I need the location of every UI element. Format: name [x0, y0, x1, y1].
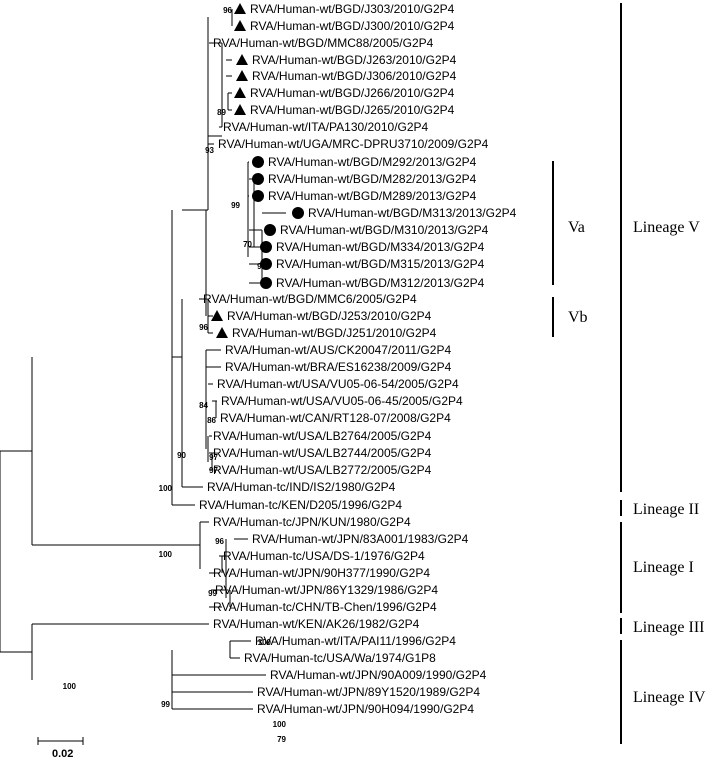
leaf-label: RVA/Human-wt/BGD/M292/2013/G2P4: [268, 155, 477, 169]
bootstrap-label: 100: [159, 550, 173, 559]
bootstrap-label: 84: [199, 401, 208, 410]
leaf-label: RVA/Human-wt/USA/LB2744/2005/G2P4: [213, 446, 432, 460]
bootstrap-label: 93: [205, 146, 214, 155]
bootstrap-label: 70: [243, 240, 252, 249]
lineage-iii-label: Lineage III: [633, 619, 705, 636]
bootstrap-label: 99: [231, 201, 240, 210]
leaf-label: RVA/Human-wt/JPN/89Y1520/1989/G2P4: [257, 685, 480, 699]
leaf-label: RVA/Human-wt/BGD/J306/2010/G2P4: [252, 69, 457, 83]
leaf-label: RVA/Human-tc/JPN/KUN/1980/G2P4: [213, 515, 411, 529]
triangle-marker-icon: [211, 310, 223, 321]
bootstrap-label: 96: [223, 6, 232, 15]
lineage-ii-label: Lineage II: [633, 501, 699, 518]
leaf-label: RVA/Human-tc/CHN/TB-Chen/1996/G2P4: [213, 600, 437, 614]
circle-marker-icon: [260, 258, 272, 270]
subgroup-vb-label: Vb: [568, 309, 588, 326]
subgroup-va-label: Va: [568, 219, 585, 236]
leaf-label: RVA/Human-wt/BGD/J266/2010/G2P4: [250, 86, 455, 100]
leaf-label: RVA/Human-wt/BGD/M310/2013/G2P4: [280, 223, 489, 237]
leaf-label: RVA/Human-wt/UGA/MRC-DPRU3710/2009/G2P4: [218, 137, 489, 151]
leaf-label: RVA/Human-wt/BGD/MMC88/2005/G2P4: [213, 36, 434, 50]
triangle-marker-icon: [234, 20, 246, 31]
leaf-label: RVA/Human-wt/JPN/83A001/1983/G2P4: [252, 532, 469, 546]
bootstrap-label: 90: [177, 451, 186, 460]
bootstrap-label: 100: [258, 638, 272, 647]
leaf-label: RVA/Human-wt/BGD/M282/2013/G2P4: [268, 172, 477, 186]
bootstrap-label: 100: [63, 682, 77, 691]
leaf-label: RVA/Human-tc/USA/DS-1/1976/G2P4: [223, 549, 425, 563]
triangle-marker-icon: [236, 70, 248, 81]
leaf-label: RVA/Human-wt/JPN/90H377/1990/G2P4: [213, 566, 430, 580]
bootstrap-label: 89: [217, 108, 226, 117]
leaf-label: RVA/Human-wt/USA/VU05-06-54/2005/G2P4: [217, 377, 459, 391]
leaf-label: RVA/Human-wt/JPN/90A009/1990/G2P4: [270, 668, 487, 682]
bootstrap-label: 96: [199, 323, 208, 332]
bootstrap-label: 96: [215, 537, 224, 546]
leaf-label: RVA/Human-wt/BGD/J253/2010/G2P4: [227, 309, 432, 323]
bootstrap-values: 96 89 93 99 70 91 96 84 86 90 100 97 97 …: [63, 6, 287, 744]
leaf-label: RVA/Human-wt/BGD/J303/2010/G2P4: [250, 2, 455, 16]
triangle-marker-icon: [216, 327, 228, 338]
group-annotations: Va Vb Lineage V Lineage II Lineage I Lin…: [552, 3, 706, 744]
leaf-label: RVA/Human-wt/USA/VU05-06-45/2005/G2P4: [221, 394, 463, 408]
scale-bar: 0.02: [37, 737, 84, 757]
leaf-label: RVA/Human-wt/BGD/J265/2010/G2P4: [250, 103, 455, 117]
tree-branches: [0, 9, 286, 710]
leaf-label: RVA/Human-tc/KEN/D205/1996/G2P4: [199, 498, 402, 512]
leaf-label: RVA/Human-wt/ITA/PAI11/1996/G2P4: [255, 634, 456, 648]
leaf-label: RVA/Human-wt/AUS/CK20047/2011/G2P4: [225, 343, 451, 357]
leaf-label: RVA/Human-wt/BGD/M312/2013/G2P4: [276, 276, 485, 290]
leaf-labels: RVA/Human-wt/BGD/J303/2010/G2P4RVA/Human…: [199, 2, 517, 716]
scale-bar-label: 0.02: [52, 748, 73, 757]
leaf-label: RVA/Human-wt/BGD/M334/2013/G2P4: [276, 240, 485, 254]
circle-marker-icon: [292, 207, 304, 219]
leaf-label: RVA/Human-wt/BGD/MMC6/2005/G2P4: [203, 292, 417, 306]
lineage-i-label: Lineage I: [633, 559, 694, 576]
bootstrap-label: 100: [159, 484, 173, 493]
leaf-label: RVA/Human-tc/USA/Wa/1974/G1P8: [244, 651, 436, 665]
leaf-label: RVA/Human-wt/BGD/J263/2010/G2P4: [252, 53, 457, 67]
leaf-label: RVA/Human-wt/BGD/M315/2013/G2P4: [276, 257, 485, 271]
lineage-v-label: Lineage V: [633, 219, 700, 236]
bootstrap-label: 99: [208, 589, 217, 598]
bootstrap-label: 100: [273, 720, 287, 729]
leaf-label: RVA/Human-wt/JPN/86Y1329/1986/G2P4: [215, 583, 438, 597]
leaf-label: RVA/Human-wt/JPN/90H094/1990/G2P4: [257, 702, 474, 716]
bootstrap-label: 91: [257, 262, 266, 271]
bootstrap-label: 86: [207, 416, 216, 425]
leaf-label: RVA/Human-wt/ITA/PA130/2010/G2P4: [223, 120, 429, 134]
triangle-marker-icon: [236, 54, 248, 65]
leaf-label: RVA/Human-wt/BRA/ES16238/2009/G2P4: [225, 360, 452, 374]
circle-marker-icon: [260, 241, 272, 253]
leaf-label: RVA/Human-wt/CAN/RT128-07/2008/G2P4: [220, 411, 451, 425]
triangle-marker-icon: [234, 104, 246, 115]
leaf-label: RVA/Human-wt/BGD/J251/2010/G2P4: [232, 326, 437, 340]
bootstrap-label: 97: [209, 466, 218, 475]
bootstrap-label: 97: [209, 453, 218, 462]
circle-marker-icon: [264, 224, 276, 236]
bootstrap-label: 79: [277, 735, 286, 744]
circle-marker-icon: [260, 277, 272, 289]
lineage-iv-label: Lineage IV: [633, 689, 706, 706]
leaf-label: RVA/Human-wt/BGD/J300/2010/G2P4: [250, 19, 455, 33]
leaf-label: RVA/Human-wt/BGD/M289/2013/G2P4: [268, 189, 477, 203]
triangle-marker-icon: [234, 3, 246, 14]
leaf-label: RVA/Human-wt/BGD/M313/2013/G2P4: [308, 206, 517, 220]
leaf-label: RVA/Human-tc/IND/IS2/1980/G2P4: [207, 480, 396, 494]
leaf-label: RVA/Human-wt/USA/LB2764/2005/G2P4: [213, 429, 432, 443]
circle-marker-icon: [252, 173, 264, 185]
circle-marker-icon: [252, 190, 264, 202]
leaf-label: RVA/Human-wt/USA/LB2772/2005/G2P4: [213, 463, 432, 477]
triangle-marker-icon: [234, 87, 246, 98]
leaf-label: RVA/Human-wt/KEN/AK26/1982/G2P4: [213, 617, 420, 631]
circle-marker-icon: [252, 156, 264, 168]
bootstrap-label: 99: [161, 700, 170, 709]
